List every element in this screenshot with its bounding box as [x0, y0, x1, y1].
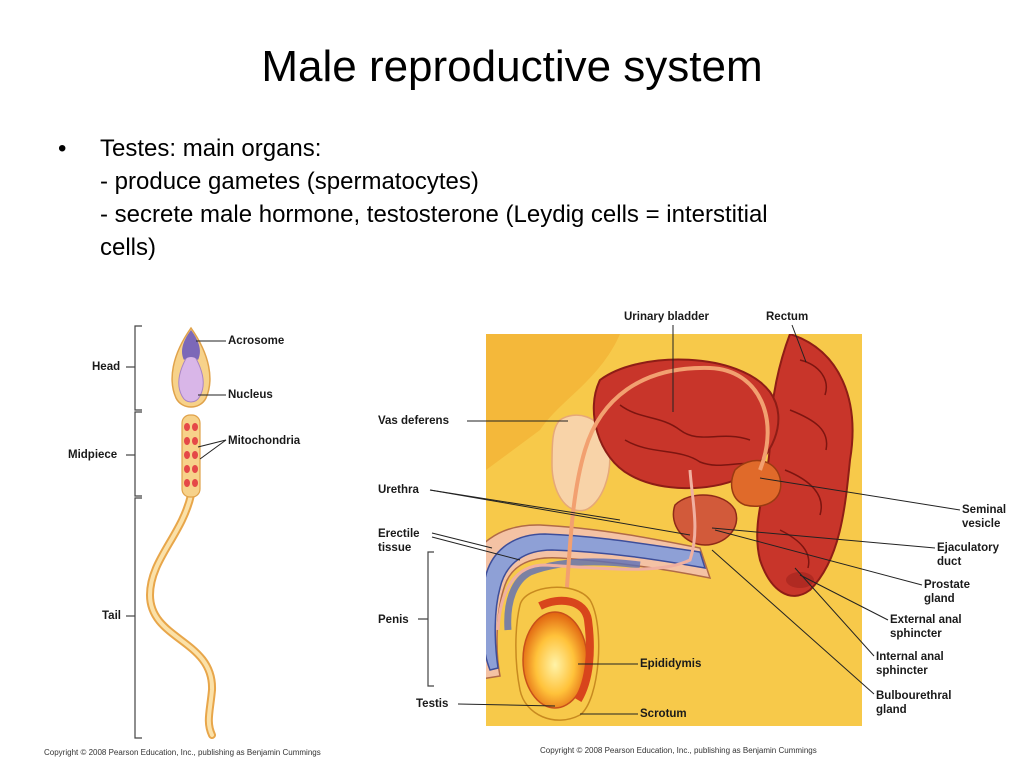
anatomy-leader-lines	[429, 324, 961, 715]
seminal-vesicle	[730, 459, 782, 507]
label-tail: Tail	[102, 610, 121, 622]
sperm-acrosome	[182, 330, 200, 360]
bullet-list: • Testes: main organs: - produce gametes…	[58, 132, 780, 264]
label-penis: Penis	[378, 614, 409, 626]
label-urinary-bladder: Urinary bladder	[624, 311, 709, 323]
label-midpiece: Midpiece	[68, 449, 118, 461]
label-ejaculatory-duct-1: Ejaculatory	[937, 542, 999, 554]
label-urethra: Urethra	[378, 484, 419, 496]
bladder-folds	[619, 404, 756, 466]
epididymis	[538, 596, 594, 703]
label-vas-deferens: Vas deferens	[378, 415, 449, 427]
label-rectum: Rectum	[766, 311, 809, 323]
label-external-anal-sphincter-2: sphincter	[890, 628, 942, 640]
anal-sphincter	[786, 572, 814, 588]
erectile-tissue	[486, 533, 707, 671]
label-seminal-vesicle-1: Seminal	[962, 504, 1007, 516]
label-epididymis: Epididymis	[640, 658, 702, 670]
label-prostate-gland-2: gland	[924, 593, 955, 605]
bullet-main-text: Testes: main organs:	[100, 135, 322, 162]
label-nucleus: Nucleus	[228, 389, 273, 401]
label-external-anal-sphincter-1: External anal	[890, 614, 962, 626]
sacrum	[862, 334, 876, 600]
sub-bullet-1: - produce gametes (spermatocytes)	[100, 168, 479, 195]
anatomy-copyright: Copyright © 2008 Pearson Education, Inc.…	[540, 746, 817, 755]
penis-bracket	[418, 551, 434, 687]
bullet-marker: •	[58, 135, 67, 162]
label-erectile-tissue-2: tissue	[378, 542, 412, 554]
urethra-tube	[496, 469, 697, 631]
label-internal-anal-sphincter-1: Internal anal	[876, 651, 944, 663]
bracket-lines	[126, 325, 142, 739]
sperm-nucleus	[178, 349, 204, 403]
sperm-copyright: Copyright © 2008 Pearson Education, Inc.…	[44, 748, 321, 757]
label-head: Head	[92, 361, 121, 373]
label-ejaculatory-duct-2: duct	[937, 556, 962, 568]
mitochondria-dots	[184, 423, 198, 487]
slide-title: Male reproductive system	[261, 42, 763, 91]
label-mitochondria: Mitochondria	[228, 435, 301, 447]
label-seminal-vesicle-2: vesicle	[962, 518, 1001, 530]
label-bulbourethral-gland-1: Bulbourethral	[876, 690, 952, 702]
rectum-folds	[779, 359, 828, 569]
label-testis: Testis	[416, 698, 449, 710]
label-scrotum: Scrotum	[640, 708, 687, 720]
sperm-midpiece	[181, 414, 201, 498]
label-internal-anal-sphincter-2: sphincter	[876, 665, 928, 677]
sperm-diagram	[126, 325, 227, 739]
bullet-item: • Testes: main organs:	[58, 132, 780, 165]
label-erectile-tissue-1: Erectile	[378, 528, 420, 540]
sub-bullet-2: - secrete male hormone, testosterone (Le…	[100, 201, 768, 261]
vertebrae	[866, 340, 918, 564]
sperm-leader-lines	[196, 340, 227, 460]
label-bulbourethral-gland-2: gland	[876, 704, 907, 716]
vas-deferens	[563, 365, 770, 611]
label-acrosome: Acrosome	[228, 335, 285, 347]
label-prostate-gland-1: Prostate	[924, 579, 971, 591]
